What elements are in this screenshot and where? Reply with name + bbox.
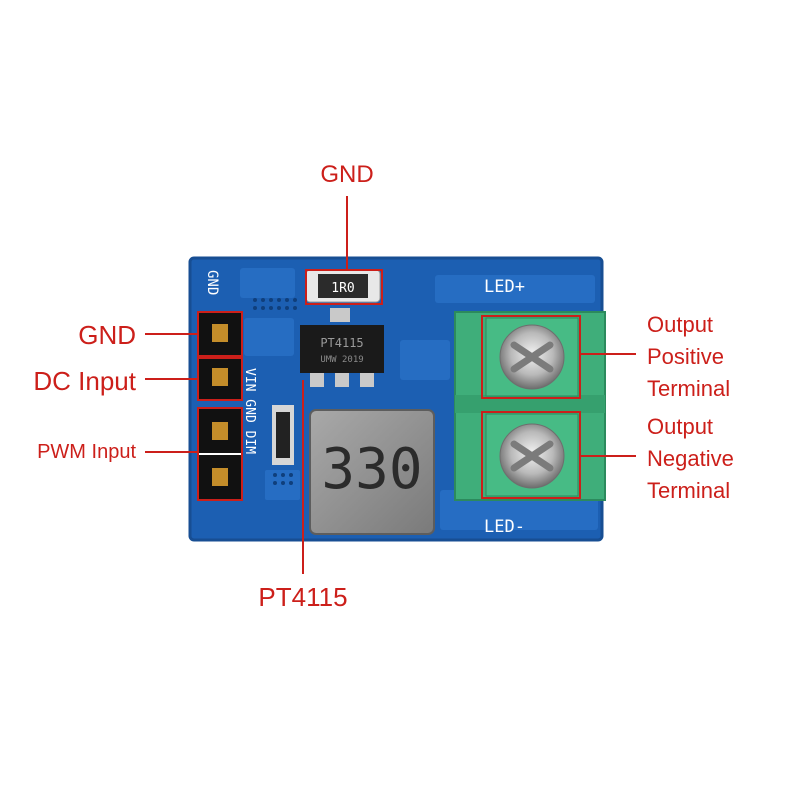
label-output-positive-line1: Output xyxy=(647,312,713,337)
label-output-negative: Output Negative Terminal xyxy=(647,414,740,503)
ic-marking-line1: PT4115 xyxy=(320,336,363,350)
pt4115-ic: PT4115 UMW 2019 xyxy=(300,308,384,387)
label-output-negative-line3: Terminal xyxy=(647,478,730,503)
silk-pin-labels: VIN GND DIM xyxy=(242,368,257,454)
label-pt4115: PT4115 xyxy=(258,582,347,612)
smd-diode xyxy=(272,405,294,465)
label-output-positive-line2: Positive xyxy=(647,344,724,369)
resistor-marking: 1R0 xyxy=(331,281,354,296)
ic-marking-line2: UMW 2019 xyxy=(320,355,363,365)
label-dc-input: DC Input xyxy=(33,366,136,396)
silk-led-minus: LED- xyxy=(484,517,525,537)
screw-terminal-block xyxy=(454,311,606,501)
inductor-marking: 330 xyxy=(321,437,422,502)
leader-lines xyxy=(145,196,636,574)
resistor-r1: 1R0 xyxy=(305,269,381,303)
silk-gnd: GND xyxy=(204,270,220,295)
inductor-330: 330 xyxy=(309,409,435,535)
silk-led-plus: LED+ xyxy=(484,277,525,297)
label-pwm-input: PWM Input xyxy=(37,441,136,463)
label-output-positive-line3: Terminal xyxy=(647,376,730,401)
vias xyxy=(253,298,297,485)
label-output-positive: Output Positive Terminal xyxy=(647,312,730,401)
label-output-negative-line1: Output xyxy=(647,414,713,439)
label-output-negative-line2: Negative xyxy=(647,446,734,471)
label-top-gnd: GND xyxy=(320,161,373,188)
label-left-gnd: GND xyxy=(78,320,136,350)
